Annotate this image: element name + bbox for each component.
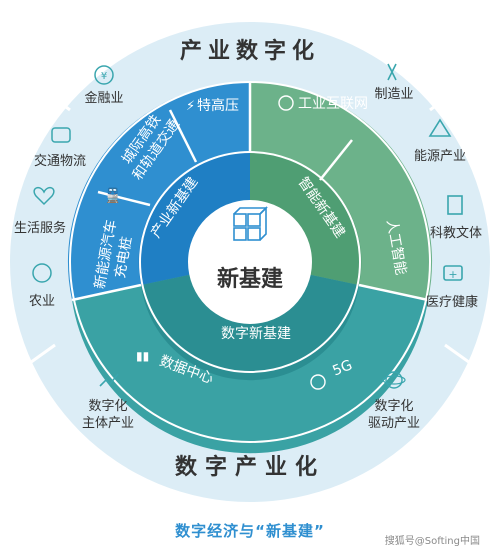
document-icon (447, 195, 463, 215)
center-label: 新基建 (217, 266, 283, 292)
sector-industrial-internet: 工业互联网 (298, 96, 368, 112)
main-ring-outline (69, 81, 431, 443)
industry-energy: 能源产业 (414, 149, 466, 164)
industry-medical: 医疗健康 (426, 294, 478, 310)
industry-life: 生活服务 (14, 220, 66, 236)
sector-separators (71, 82, 429, 302)
industry-digital-main-2: 主体产业 (82, 416, 134, 431)
outer-dividers (19, 78, 481, 372)
diagram-caption: 数字经济与“新基建” (175, 522, 325, 540)
globe-icon (278, 95, 294, 111)
bottom-industries: 数字化 主体产业 数字化 驱动产业 (82, 371, 420, 431)
left-industries: ¥ 金融业 交通物流 生活服务 农业 (14, 65, 124, 309)
industry-digital-drive-1: 数字化 (374, 399, 413, 414)
outer-top-title: 产业数字化 (180, 38, 320, 64)
sector-rail-icon: 🚆 (104, 187, 121, 204)
heart-hand-icon (33, 186, 55, 206)
lightning-icon: ⚡ (186, 99, 195, 114)
industry-transport: 交通物流 (34, 153, 86, 169)
yen-icon (94, 65, 114, 85)
cube-icon (233, 206, 268, 241)
tools-icon (387, 63, 397, 81)
yen-glyph: ¥ (101, 71, 107, 82)
atom-icon (385, 371, 403, 389)
leaf-icon (32, 263, 52, 283)
sector-5g: 5G (330, 357, 354, 379)
first-aid-cross: + (448, 268, 457, 281)
right-industries: 制造业 能源产业 科教文体 + 医疗健康 (374, 63, 482, 310)
industry-digital-drive-2: 驱动产业 (368, 416, 420, 431)
teal-ring-label: 数字新基建 (221, 325, 291, 342)
signal-icon (310, 374, 326, 390)
outer-bottom-title: 数字产业化 (175, 454, 325, 480)
watermark: 搜狐号@Softing中国 (384, 536, 480, 547)
industry-finance: 金融业 (84, 90, 123, 106)
bar-chart-icon: ▮▮ (136, 349, 149, 363)
chart-up-icon (99, 373, 119, 387)
middle-ring-outline (139, 151, 361, 373)
atom-orbit (382, 375, 406, 385)
sector-uhv: 特高压 (197, 97, 239, 114)
industry-manufacturing: 制造业 (374, 87, 413, 102)
industry-agriculture: 农业 (29, 294, 55, 309)
bus-icon (51, 127, 71, 143)
industry-education: 科教文体 (430, 225, 482, 241)
center-circle (188, 200, 312, 324)
first-aid-icon (443, 265, 463, 281)
recycle-icon (428, 118, 452, 137)
industry-digital-main-1: 数字化 (88, 399, 127, 414)
